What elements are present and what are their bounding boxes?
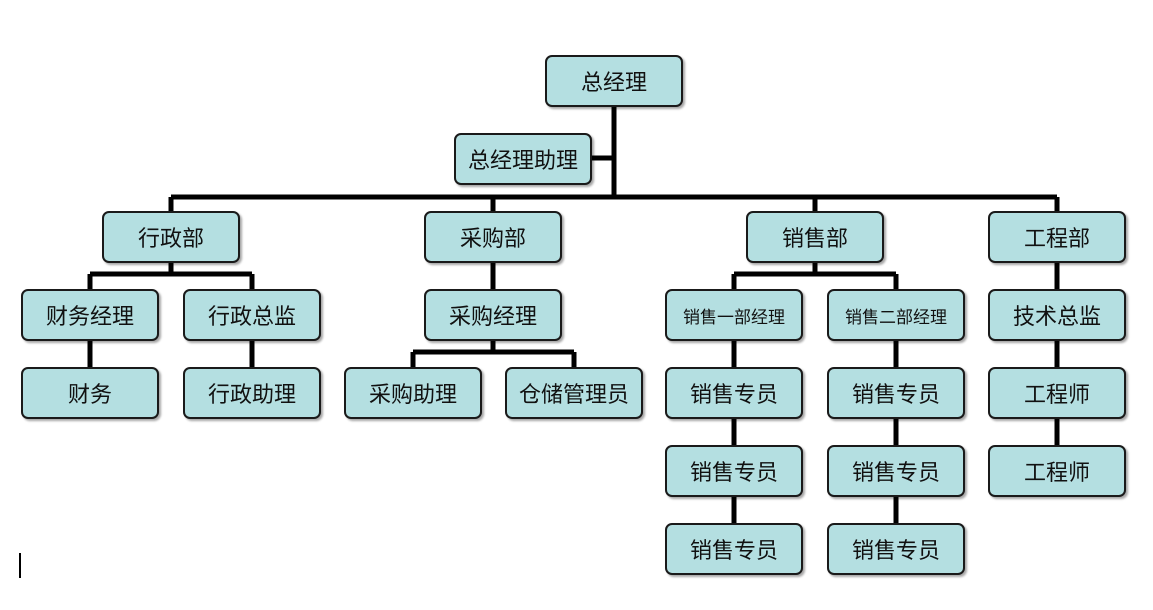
node-sales-specialist[interactable]: 销售专员: [665, 367, 803, 419]
node-sales-department[interactable]: 销售部: [746, 211, 884, 263]
node-engineer[interactable]: 工程师: [988, 445, 1126, 497]
node-sales-manager-1[interactable]: 销售一部经理: [665, 289, 803, 341]
node-purchasing-assistant[interactable]: 采购助理: [344, 367, 482, 419]
text-cursor: [19, 553, 21, 578]
node-admin-director[interactable]: 行政总监: [183, 289, 321, 341]
node-purchasing-department[interactable]: 采购部: [424, 211, 562, 263]
node-general-manager-assistant[interactable]: 总经理助理: [454, 133, 592, 185]
node-purchasing-manager[interactable]: 采购经理: [424, 289, 562, 341]
node-engineer[interactable]: 工程师: [988, 367, 1126, 419]
node-sales-specialist[interactable]: 销售专员: [665, 445, 803, 497]
node-sales-specialist[interactable]: 销售专员: [827, 367, 965, 419]
node-admin-assistant[interactable]: 行政助理: [183, 367, 321, 419]
connector-sales-branch: [731, 262, 899, 289]
node-general-manager[interactable]: 总经理: [545, 55, 683, 107]
node-sales-specialist[interactable]: 销售专员: [827, 523, 965, 575]
node-sales-manager-2[interactable]: 销售二部经理: [827, 289, 965, 341]
node-sales-specialist[interactable]: 销售专员: [827, 445, 965, 497]
node-tech-director[interactable]: 技术总监: [988, 289, 1126, 341]
node-warehouse-manager[interactable]: 仓储管理员: [505, 367, 643, 419]
node-finance-manager[interactable]: 财务经理: [21, 289, 159, 341]
connector-purchasing-branch: [410, 340, 577, 367]
node-admin-department[interactable]: 行政部: [102, 211, 240, 263]
node-engineering-department[interactable]: 工程部: [988, 211, 1126, 263]
node-sales-specialist[interactable]: 销售专员: [665, 523, 803, 575]
node-finance[interactable]: 财务: [21, 367, 159, 419]
connector-admin-branch: [87, 262, 255, 289]
